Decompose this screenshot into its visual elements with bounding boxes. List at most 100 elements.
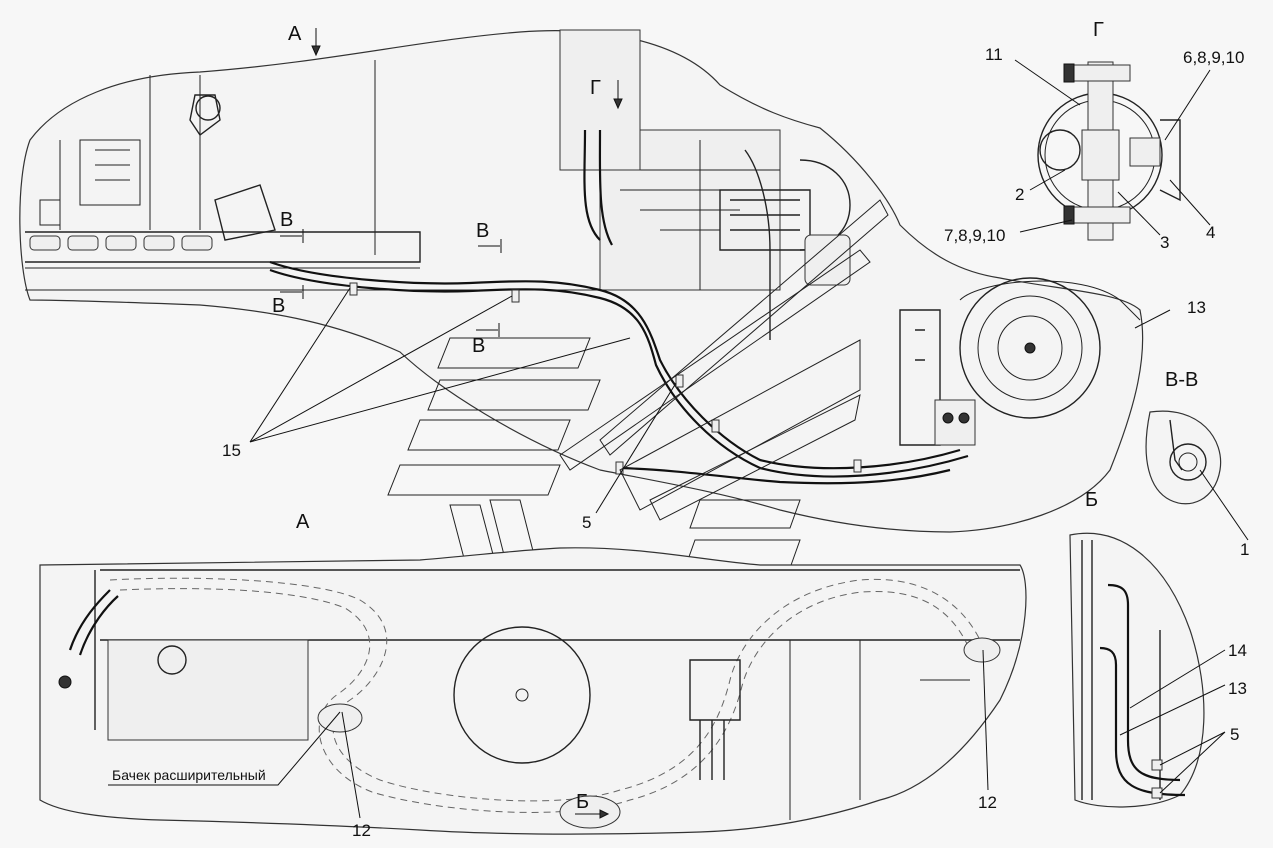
wheel-inner — [997, 315, 1063, 381]
arrow-a-head — [311, 45, 321, 57]
label-pos-13-main: 13 — [1187, 298, 1206, 317]
section-vv — [1145, 410, 1222, 505]
leader-13-b — [1119, 684, 1226, 736]
b-view-arrowhead — [599, 809, 610, 819]
battery-box — [107, 639, 309, 741]
leader-7 — [1019, 219, 1073, 233]
view-b-pipe-2 — [1099, 646, 1186, 797]
fitting-2 — [958, 412, 970, 424]
leader-3 — [1117, 191, 1161, 236]
wheel-outer — [959, 277, 1101, 419]
cut-arrow-4 — [476, 323, 500, 337]
wheel-mid — [977, 295, 1083, 401]
label-pos-13-b: 13 — [1228, 679, 1247, 698]
label-pos-1: 1 — [1240, 540, 1249, 559]
view-b — [1069, 532, 1205, 808]
reservoir-box — [804, 234, 851, 286]
bolt-head-bottom — [1063, 205, 1075, 225]
wheel-arch — [959, 280, 1141, 321]
section-vv-ring — [1169, 443, 1207, 481]
label-view-g: Г — [1093, 19, 1104, 41]
cab-structure — [39, 60, 376, 255]
leader-expansion-tank — [108, 711, 341, 786]
tank-opening-right — [963, 637, 1001, 663]
leader-12-right — [982, 649, 989, 791]
pump-unit — [689, 659, 741, 780]
leader-6 — [1164, 69, 1211, 141]
tank-vertical-pipe — [744, 149, 771, 340]
bracket-right — [1159, 119, 1181, 202]
label-main-g: Г — [590, 77, 601, 99]
label-pos-7: 7,8,9,10 — [944, 226, 1005, 245]
view-a-outline — [39, 547, 1027, 835]
label-cut-b2: В — [476, 220, 489, 242]
label-view-a: А — [296, 511, 310, 533]
cut-arrow-1 — [280, 229, 304, 243]
leader-15 — [249, 287, 631, 443]
bolt-head-top — [1063, 63, 1075, 83]
cab-details — [79, 139, 141, 206]
label-pos-12-right: 12 — [978, 793, 997, 812]
cut-arrow-2 — [478, 239, 502, 253]
hydro-block — [934, 399, 976, 446]
view-a — [39, 547, 1027, 835]
leader-11 — [1014, 59, 1081, 106]
pipe-bundle — [269, 260, 969, 485]
label-pos-11: 11 — [985, 45, 1003, 64]
label-cut-b3: В — [272, 295, 285, 317]
tank-opening-left — [317, 703, 363, 733]
section-vv-outline — [1145, 410, 1222, 505]
labels: А Г А Б Б Г В-В В В В В 1 2 3 4 5 5 6,8,… — [112, 19, 1249, 840]
label-section-vv: В-В — [1165, 369, 1198, 391]
hex-nut-left — [1039, 129, 1081, 171]
bolt-top — [1069, 64, 1131, 82]
leader-13-main — [1134, 309, 1171, 329]
wheel-center — [1024, 342, 1036, 354]
bracket-left — [189, 94, 276, 241]
label-cut-b1: В — [280, 209, 293, 231]
cut-arrow-3 — [280, 285, 304, 299]
left-hoses — [68, 589, 119, 656]
label-cut-b4: В — [472, 335, 485, 357]
label-pos-15: 15 — [222, 441, 241, 460]
label-pos-5-b: 5 — [1230, 725, 1239, 744]
label-pos-6: 6,8,9,10 — [1183, 48, 1244, 67]
view-b-frame — [1081, 540, 1161, 800]
battery-cap — [157, 645, 187, 675]
arrow-g-head — [613, 98, 623, 110]
view-b-clamp-1 — [1151, 759, 1163, 771]
view-b-pipe-1 — [1107, 583, 1181, 782]
label-pos-4: 4 — [1206, 223, 1215, 242]
section-vv-clamp — [1169, 419, 1183, 471]
leader-2 — [1029, 169, 1066, 191]
fitting-1 — [942, 412, 954, 424]
engine-lines — [600, 140, 780, 290]
view-a-dashed-route — [109, 577, 981, 802]
leader-12-left — [341, 711, 361, 819]
label-view-b-arrow: Б — [576, 791, 589, 813]
label-pos-5-main: 5 — [582, 513, 591, 532]
view-b-clamp-2 — [1151, 787, 1163, 799]
leader-5-main — [595, 382, 677, 514]
view-g — [1037, 61, 1181, 241]
label-pos-12-left: 12 — [352, 821, 371, 840]
leader-5-b — [1159, 731, 1226, 794]
leader-4 — [1169, 179, 1211, 226]
round-tank-center — [515, 688, 529, 702]
label-view-b: Б — [1085, 489, 1098, 511]
label-pos-2: 2 — [1015, 185, 1024, 204]
round-tank — [453, 626, 591, 764]
label-pos-3: 3 — [1160, 233, 1169, 252]
view-a-dashed-route-2 — [119, 588, 969, 813]
b-marker-oval — [559, 795, 621, 829]
view-b-outline — [1069, 532, 1205, 808]
leader-1 — [1199, 469, 1249, 541]
label-pos-14: 14 — [1228, 641, 1247, 660]
hex-nut-right — [1129, 137, 1161, 167]
section-vv-core — [1178, 452, 1198, 472]
frame-slots — [29, 235, 213, 251]
leader-14 — [1129, 649, 1226, 709]
label-expansion-tank: Бачек расширительный — [112, 767, 266, 783]
leaders — [108, 28, 1249, 819]
